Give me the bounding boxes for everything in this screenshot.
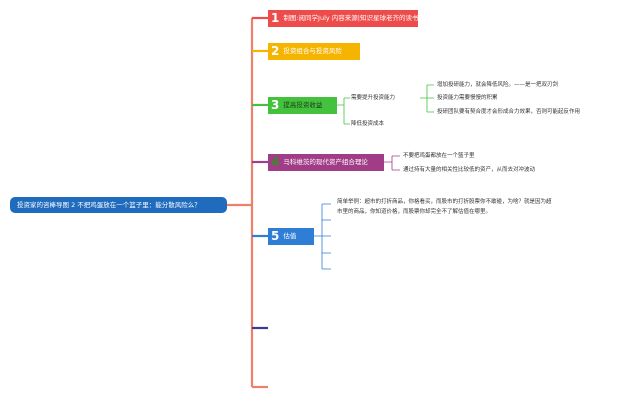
branch-3-number: 3 [271, 98, 280, 112]
branch-5-label: 估值 [283, 232, 297, 240]
branch-1-label: 制图:阅同学July 内容来源|知识星球老齐的读书圈 [283, 14, 425, 22]
b5-note[interactable]: 简单举例：超市的打折商品，你格看买，而股市的打折股票你不敢碰，为啥？就是因为超市… [337, 199, 552, 215]
root-topic[interactable]: 投资家的咨棒导图 2 不把鸡蛋放在一个篮子里：能分散风险么？ [10, 197, 227, 213]
b3-sub-item[interactable]: 增加投研能力，就会降低风险。——是一把双刃剑 [437, 82, 559, 88]
branch-4[interactable]: 4 马科维茨的现代资产组合理论 [268, 154, 384, 171]
b5-item-connectors [314, 203, 331, 270]
b3-child-skill[interactable]: 需要提升投资能力 [351, 95, 396, 101]
branch-3[interactable]: 3 提高投资收益 [268, 97, 337, 114]
branch-5-number: 5 [271, 229, 280, 243]
b4-item[interactable]: 不要把鸡蛋都放在一个篮子里 [403, 153, 475, 159]
branch-3-label: 提高投资收益 [283, 101, 323, 109]
b3-child-cost[interactable]: 降低投资成本 [351, 121, 385, 127]
branch-2[interactable]: 2 投资组合与投资风险 [268, 43, 360, 60]
branch-2-number: 2 [271, 44, 280, 58]
b4-item[interactable]: 通过持有大量的相关性比较低的资产，从而去对冲波动 [403, 167, 536, 173]
branch-4-number: 4 [271, 155, 280, 169]
b3-sub-item[interactable]: 投研团队要有契合度才会形成合力效果，否则可能起反作用 [437, 109, 581, 115]
branch-1[interactable]: 1 制图:阅同学July 内容来源|知识星球老齐的读书圈 [268, 10, 425, 27]
branch-2-label: 投资组合与投资风险 [283, 47, 342, 55]
b3-sub-item[interactable]: 投资能力需要慢慢的积累 [437, 95, 498, 101]
b3-sub-connectors [420, 84, 434, 113]
branch-1-number: 1 [271, 11, 280, 25]
branch-5[interactable]: 5 估值 [268, 228, 314, 245]
b4-item-connectors [384, 155, 400, 171]
branch-4-label: 马科维茨的现代资产组合理论 [283, 158, 368, 166]
b3-child-connectors [337, 97, 350, 125]
